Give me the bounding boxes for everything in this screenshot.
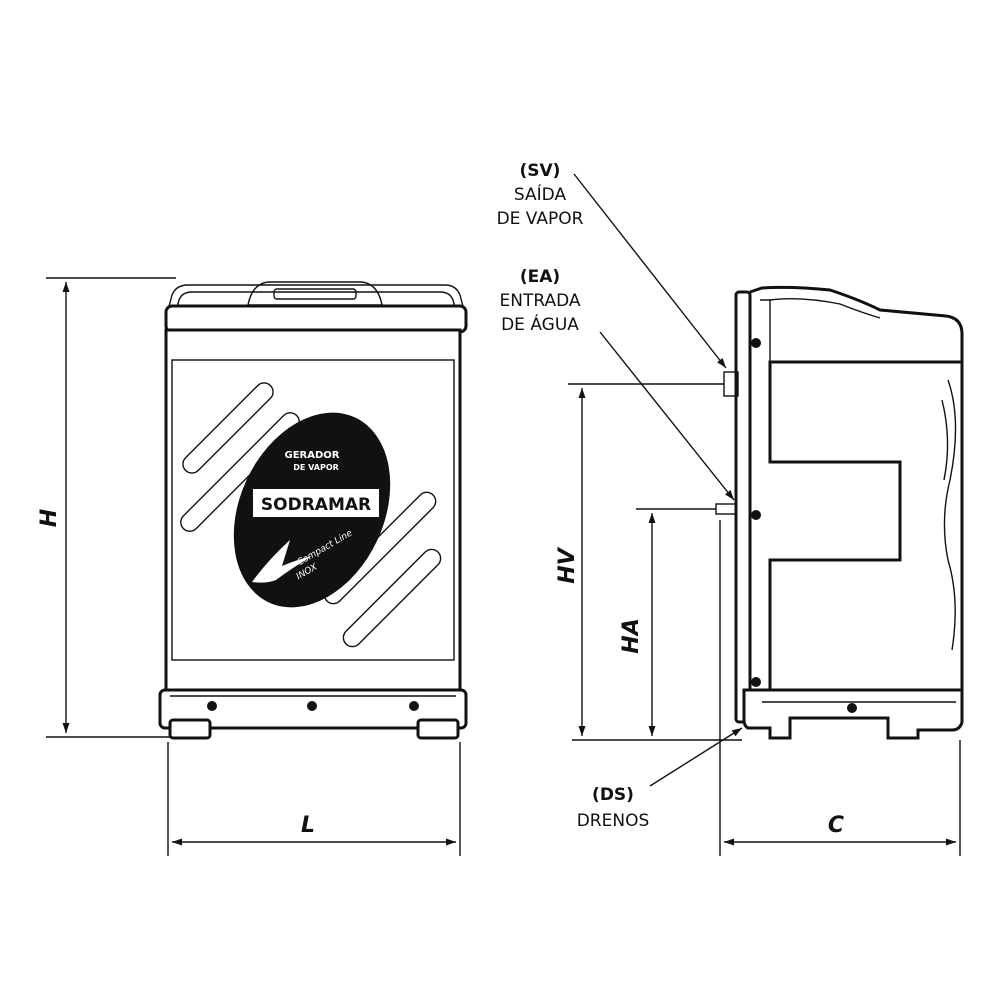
callout-ds-code: (DS)	[592, 785, 634, 805]
callout-ea-line2: DE ÁGUA	[501, 313, 579, 335]
decorative-stripes	[180, 382, 442, 648]
side-front-curve	[943, 379, 957, 651]
logo-line2: DE VAPOR	[293, 463, 339, 472]
screw-dot	[207, 701, 217, 711]
dimension-c-label: C	[828, 813, 844, 838]
callout-steam-outlet: (SV) SAÍDA DE VAPOR	[497, 161, 727, 369]
callout-ea-code: (EA)	[520, 267, 560, 287]
screw-dot	[751, 338, 761, 348]
dimension-h-label: H	[37, 509, 62, 527]
side-base	[742, 688, 964, 740]
callout-ea-line1: ENTRADA	[499, 291, 580, 311]
brand-box	[251, 487, 381, 519]
callout-sv-line1: SAÍDA	[514, 183, 567, 205]
front-view: GERADOR DE VAPOR SODRAMAR Compact Line I…	[37, 277, 468, 856]
callout-sv-code: (SV)	[520, 161, 561, 181]
callout-ds-line1: DRENOS	[577, 811, 650, 831]
dimension-hv-label: HV	[555, 546, 580, 583]
callout-drains: (DS) DRENOS	[577, 727, 743, 831]
brand-name: SODRAMAR	[261, 495, 371, 515]
side-view: (SV) SAÍDA DE VAPOR (EA) ENTRADA DE ÁGUA…	[497, 161, 964, 856]
screw-dot	[847, 703, 857, 713]
dimension-l-label: L	[301, 813, 315, 838]
dimension-c: C	[719, 520, 961, 856]
front-lid	[164, 304, 468, 334]
dimension-ha-label: HA	[619, 618, 644, 653]
swoosh-icon	[252, 540, 312, 583]
front-foot-left	[168, 718, 212, 740]
logo-line1: GERADOR	[285, 450, 340, 461]
side-back-panel	[734, 290, 752, 724]
control-panel	[247, 281, 383, 306]
callout-sv-line2: DE VAPOR	[497, 209, 584, 229]
brand-logo: GERADOR DE VAPOR SODRAMAR Compact Line I…	[233, 412, 391, 608]
dimension-ha: HA	[619, 508, 716, 736]
top-handle	[165, 284, 467, 319]
front-panel	[171, 359, 455, 661]
screw-dot	[307, 701, 317, 711]
screw-dot	[751, 677, 761, 687]
side-body	[749, 285, 964, 692]
water-inlet-fitting	[715, 503, 737, 515]
front-foot-right	[416, 718, 460, 740]
screw-dot	[751, 510, 761, 520]
dimension-hv: HV	[555, 383, 742, 741]
callout-water-inlet: (EA) ENTRADA DE ÁGUA	[499, 267, 735, 501]
dimension-l: L	[167, 742, 461, 856]
dimension-h: H	[37, 277, 176, 738]
screw-dot	[409, 701, 419, 711]
